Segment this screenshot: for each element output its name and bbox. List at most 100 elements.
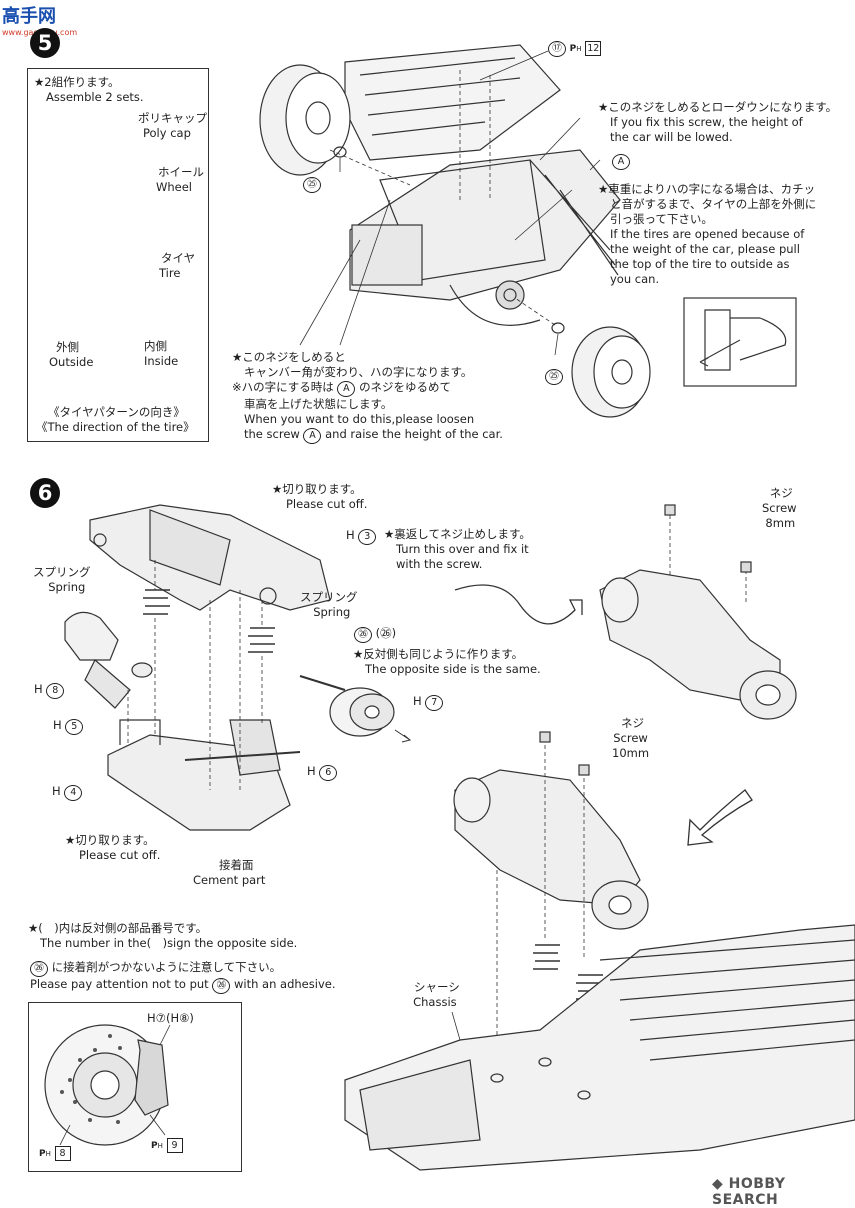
cutoff-top-en: Please cut off. xyxy=(286,497,368,511)
tire-en: Tire xyxy=(159,266,181,280)
tires-opened-jp-2: と音がするまで、タイヤの上部を外側に xyxy=(610,197,817,211)
part-h8-number: 8 xyxy=(46,683,65,699)
tire-jp: タイヤ xyxy=(161,251,196,265)
note-adhesive-part-26: ㉖ xyxy=(30,961,48,977)
part-h6-number: 6 xyxy=(319,765,338,781)
note-adhesive: ㉖ に接着剤がつかないように注意して下さい。 Please pay attent… xyxy=(30,960,335,994)
camber-jp-3a: ※ハの字にする時は xyxy=(232,380,334,394)
camber-jp-3: ※ハの字にする時は A のネジをゆるめて xyxy=(232,380,503,397)
part-26-label: ㉖ (㉖) xyxy=(354,626,396,643)
cutoff-bottom-en: Please cut off. xyxy=(79,848,161,862)
note-paren-jp: ★( )内は反対側の部品番号です。 xyxy=(28,921,208,935)
tires-opened-en-3: the top of the tire to outside as xyxy=(610,257,790,271)
outside-jp: 外側 xyxy=(56,340,79,354)
watermark-text: 高手网 xyxy=(2,6,56,27)
part-25-right-number: ㉕ xyxy=(545,369,563,385)
screw-lower-en-1: If you fix this screw, the height of xyxy=(610,115,803,129)
cement-en: Cement part xyxy=(193,873,266,887)
inside-jp: 内側 xyxy=(144,339,167,353)
brake-inset: H⑦(H⑧) PH 8 PH 9 xyxy=(28,1002,242,1172)
note-paren-en: The number in the( )sign the opposite si… xyxy=(40,936,298,950)
watermark-bottom-icon: ◆ xyxy=(712,1176,729,1192)
screw-10mm-jp: ネジ xyxy=(621,716,645,730)
camber-jp-1: ★このネジをしめると xyxy=(232,350,346,364)
cutoff-top-jp: ★切り取ります。 xyxy=(272,482,362,496)
tires-opened-en-1: If the tires are opened because of xyxy=(610,227,805,241)
camber-en-2: the screw A and raise the height of the … xyxy=(232,427,503,444)
camber-note: ★このネジをしめると キャンバー角が変わり、ハの字になります。 ※ハの字にする時… xyxy=(232,350,503,444)
direction-jp: 《タイヤパターンの向き》 xyxy=(48,405,185,419)
cutoff-top-note: ★切り取ります。 Please cut off. xyxy=(272,482,367,512)
brake-part-label: H⑦(H⑧) xyxy=(147,1011,194,1025)
watermark-logo-bottom: ◆ HOBBY SEARCH xyxy=(712,1176,855,1208)
spring-right-en: Spring xyxy=(313,605,351,619)
part-h3: H 3 xyxy=(346,528,377,545)
note-adhesive-en-b: with an adhesive. xyxy=(234,977,336,991)
tires-opened-note: ★車重によりハの字になる場合は、カチッ と音がするまで、タイヤの上部を外側に 引… xyxy=(598,182,816,287)
brake-ph8-number: 8 xyxy=(54,1146,71,1161)
screw-8mm-en: Screw xyxy=(762,501,797,515)
outside-en: Outside xyxy=(49,355,94,369)
chassis-label: シャーシ Chassis xyxy=(410,980,460,1010)
camber-screw-a: A xyxy=(337,381,356,397)
spring-left-label: スプリング Spring xyxy=(33,565,91,595)
camber-jp-3b: のネジをゆるめて xyxy=(359,380,452,394)
note-paren: ★( )内は反対側の部品番号です。 The number in the( )si… xyxy=(28,921,297,951)
spring-right-jp: スプリング xyxy=(300,590,358,604)
brake-ph9-number: 9 xyxy=(166,1138,183,1153)
cement-part-label: 接着面 Cement part xyxy=(193,858,265,888)
step5-tire-inset: ★2組作ります。 Assemble 2 sets. ポリキャップ Poly ca… xyxy=(27,68,209,442)
brake-ph8: PH 8 xyxy=(39,1145,71,1162)
polycap-jp: ポリキャップ xyxy=(138,111,207,125)
camber-en-2b: and raise the height of the car. xyxy=(325,427,503,441)
part-a-marker: A xyxy=(612,149,630,170)
camber-jp-4: 車高を上げた状態にします。 xyxy=(244,397,393,411)
part-25-right: ㉕ xyxy=(545,364,563,385)
part-h7-number: 7 xyxy=(425,695,444,711)
opposite-en: The opposite side is the same. xyxy=(365,662,541,676)
camber-en-1: When you want to do this,please loosen xyxy=(244,412,475,426)
tires-opened-en-2: the weight of the car, please pull xyxy=(610,242,800,256)
turnover-jp: ★裏返してネジ止めします。 xyxy=(384,527,531,541)
direction-en: 《The direction of the tire》 xyxy=(36,420,195,434)
spring-left-en: Spring xyxy=(48,580,86,594)
part-h4-number: 4 xyxy=(64,785,83,801)
turnover-en-2: with the screw. xyxy=(396,557,483,571)
part-26-opposite: (㉖) xyxy=(375,626,397,640)
screw-lower-jp: ★このネジをしめるとローダウンになります。 xyxy=(598,100,838,114)
part-h5-number: 5 xyxy=(65,719,84,735)
opposite-note: ★反対側も同じように作ります。 The opposite side is the… xyxy=(353,647,541,677)
assemble-jp: ★2組作ります。 xyxy=(34,75,120,89)
turnover-en-1: Turn this over and fix it xyxy=(396,542,529,556)
screw-lower-note: ★このネジをしめるとローダウンになります。 If you fix this sc… xyxy=(598,100,837,145)
tires-opened-jp-3: 引っ張って下さい。 xyxy=(610,212,713,226)
part-h7: H 7 xyxy=(413,694,444,711)
part-h5: H 5 xyxy=(53,718,84,735)
chassis-jp: シャーシ xyxy=(414,980,460,994)
wheel-jp: ホイール xyxy=(158,165,204,179)
note-adhesive-jp-line: ㉖ に接着剤がつかないように注意して下さい。 xyxy=(30,960,335,977)
cutoff-bottom-note: ★切り取ります。 Please cut off. xyxy=(65,833,160,863)
polycap-en: Poly cap xyxy=(143,126,191,140)
screw-10mm-label: ネジ Screw 10mm xyxy=(612,716,649,761)
spring-left-jp: スプリング xyxy=(33,565,91,579)
part-h4: H 4 xyxy=(52,784,83,801)
chassis-en: Chassis xyxy=(413,995,457,1009)
note-adhesive-en-a: Please pay attention not to put xyxy=(30,977,209,991)
turnover-note: ★裏返してネジ止めします。 Turn this over and fix it … xyxy=(384,527,531,572)
part-25-left: ㉕ xyxy=(303,172,321,193)
part-h3-prefix: H xyxy=(346,528,355,542)
screw-8mm-jp: ネジ xyxy=(769,486,793,500)
note-adhesive-jp: に接着剤がつかないように注意して下さい。 xyxy=(51,960,282,974)
screw-10mm-size: 10mm xyxy=(612,746,650,760)
assemble-en: Assemble 2 sets. xyxy=(46,90,144,104)
ph-sub: H xyxy=(576,45,582,53)
part-a-label: A xyxy=(612,154,630,170)
ph-mark: P xyxy=(569,44,577,54)
screw-10mm-en: Screw xyxy=(613,731,648,745)
spring-right-label: スプリング Spring xyxy=(300,590,358,620)
inside-en: Inside xyxy=(144,354,179,368)
camber-jp-2: キャンバー角が変わり、ハの字になります。 xyxy=(244,365,473,379)
tires-opened-jp-1: ★車重によりハの字になる場合は、カチッ xyxy=(598,182,816,196)
tires-opened-en-4: you can. xyxy=(610,272,660,286)
